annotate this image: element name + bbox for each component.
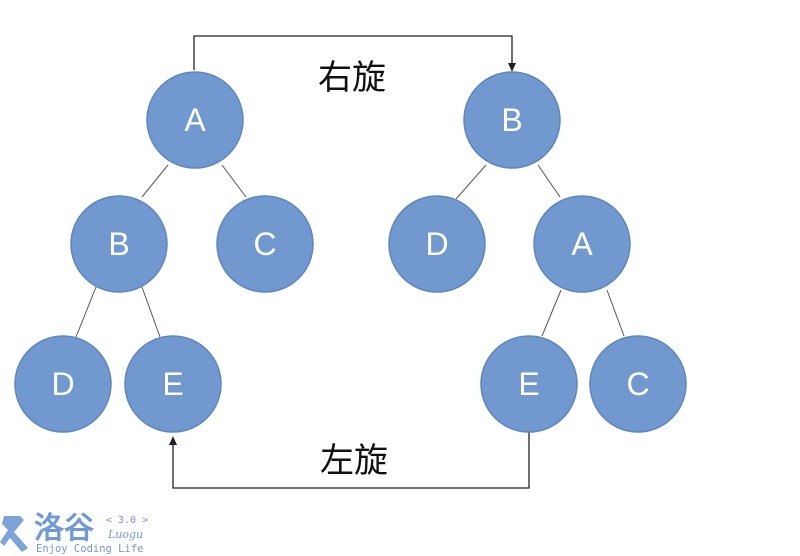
luogu-logo-icon — [0, 516, 28, 552]
right-rotation-arrow — [193, 35, 516, 72]
watermark-slogan: Enjoy Coding Life — [36, 543, 143, 555]
node-label: D — [425, 226, 448, 262]
edge-right-A-C — [606, 289, 625, 337]
right-node-D: D — [388, 195, 486, 293]
node-label: C — [253, 226, 276, 262]
edge-left-A-B — [141, 164, 169, 198]
right-node-B: B — [463, 71, 561, 169]
left-node-C: C — [216, 195, 314, 293]
edge-left-A-C — [221, 164, 247, 198]
left-node-B: B — [70, 195, 168, 293]
edge-right-B-A — [537, 164, 561, 198]
left-node-A: A — [146, 71, 244, 169]
left-rotation-arrow — [169, 432, 530, 489]
watermark-version: < 3.0 > — [106, 515, 148, 526]
edge-right-A-E — [541, 289, 562, 337]
edge-left-B-D — [75, 286, 97, 338]
node-label: D — [51, 366, 74, 402]
node-label: B — [501, 102, 522, 138]
left-tree: A B C D E — [14, 71, 314, 433]
node-label: E — [518, 366, 539, 402]
node-label: B — [108, 226, 129, 262]
edge-right-B-D — [455, 164, 487, 200]
right-node-E: E — [480, 335, 578, 433]
edge-left-B-E — [141, 286, 161, 338]
left-node-D: D — [14, 335, 112, 433]
watermark-name: 洛谷 — [34, 511, 94, 546]
left-rotation-label: 左旋 — [320, 441, 388, 481]
right-tree: B D A E C — [388, 71, 687, 433]
right-rotation-label: 右旋 — [318, 58, 386, 98]
node-label: E — [162, 366, 183, 402]
watermark-romanized: Luogu — [107, 528, 143, 541]
node-label: A — [571, 226, 593, 262]
right-node-C: C — [589, 335, 687, 433]
right-node-A: A — [533, 195, 631, 293]
luogu-watermark: 洛谷 < 3.0 > Luogu Enjoy Coding Life — [0, 511, 148, 555]
node-label: A — [184, 102, 206, 138]
left-node-E: E — [124, 335, 222, 433]
node-label: C — [626, 366, 649, 402]
